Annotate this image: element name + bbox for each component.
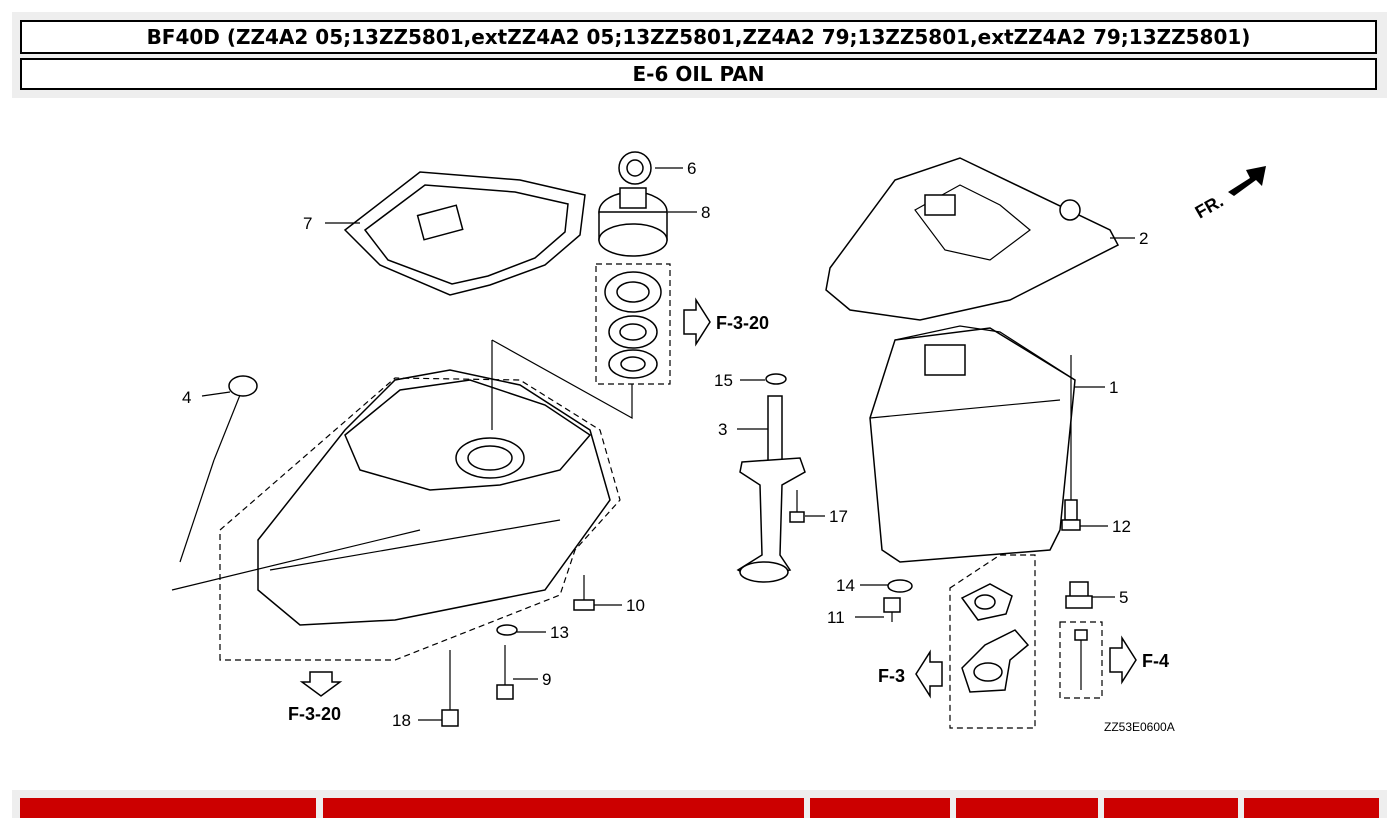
parts-diagram: F-3-20 FR. F-3-20 [171, 151, 1266, 734]
table-header-cell [102, 798, 316, 818]
bearing-group-box [595, 263, 671, 385]
part-3-strainer[interactable] [736, 395, 806, 583]
part-2-plate[interactable] [825, 157, 1120, 321]
drawing-code: ZZ53E0600A [1104, 720, 1175, 734]
callout-1[interactable]: 1 [1109, 378, 1118, 397]
svg-text:F-3-20: F-3-20 [288, 704, 341, 724]
table-header-cell [323, 798, 804, 818]
f4-group-box [1059, 621, 1103, 699]
part-17-bolt[interactable] [789, 490, 805, 523]
callout-10[interactable]: 10 [626, 596, 645, 615]
part-15-oring[interactable] [765, 373, 787, 385]
callout-18[interactable]: 18 [392, 711, 411, 730]
bearing-set[interactable] [604, 271, 662, 379]
part-8-gear[interactable] [598, 187, 668, 257]
f3-parts[interactable] [960, 583, 1030, 693]
svg-text:F-3-20: F-3-20 [716, 313, 769, 333]
header-panel: BF40D (ZZ4A2 05;13ZZ5801,extZZ4A2 05;13Z… [12, 12, 1387, 98]
f3-group-box [949, 554, 1036, 729]
housing-group-box [219, 377, 621, 661]
part-13-washer[interactable] [496, 624, 518, 636]
ref-arrow-f3-20-upper[interactable]: F-3-20 [683, 297, 769, 347]
callout-6[interactable]: 6 [687, 159, 696, 178]
part-7-gasket[interactable] [343, 171, 586, 296]
callout-11[interactable]: 11 [827, 608, 845, 627]
callout-17[interactable]: 17 [829, 507, 848, 526]
callout-14[interactable]: 14 [836, 576, 855, 595]
svg-text:F-4: F-4 [1142, 651, 1169, 671]
callout-4[interactable]: 4 [182, 388, 191, 407]
table-header-cell [956, 798, 1098, 818]
callout-13[interactable]: 13 [550, 623, 569, 642]
part-12-bolt[interactable] [1061, 355, 1081, 531]
callout-3[interactable]: 3 [718, 420, 727, 439]
callout-7[interactable]: 7 [303, 214, 312, 233]
part-14-washer[interactable] [887, 579, 913, 593]
callout-9[interactable]: 9 [542, 670, 551, 689]
table-header-cell [1244, 798, 1379, 818]
part-11-drain-bolt[interactable] [883, 597, 901, 622]
parts-table-header [12, 790, 1387, 818]
table-header-cell [20, 798, 106, 818]
part-9-bolt[interactable] [496, 645, 514, 700]
part-5-plug[interactable] [1065, 581, 1093, 609]
front-direction-arrow: FR. [1192, 166, 1266, 223]
f4-parts[interactable] [1074, 629, 1088, 690]
leader-lines [201, 167, 1135, 721]
ref-arrow-f3[interactable]: F-3 [878, 649, 943, 699]
part-18-bolt[interactable] [441, 650, 459, 727]
part-1-oil-pan[interactable] [869, 325, 1076, 563]
table-header-cell [810, 798, 950, 818]
part-4-dipstick[interactable] [179, 375, 258, 563]
section-title: E-6 OIL PAN [20, 58, 1377, 90]
callout-5[interactable]: 5 [1119, 588, 1128, 607]
callout-15[interactable]: 15 [714, 371, 733, 390]
ref-arrow-f3-20-lower[interactable]: F-3-20 [288, 671, 343, 724]
table-header-cell [1104, 798, 1238, 818]
svg-text:FR.: FR. [1192, 191, 1227, 223]
svg-text:F-3: F-3 [878, 666, 905, 686]
ref-arrow-f4[interactable]: F-4 [1109, 635, 1169, 685]
callout-2[interactable]: 2 [1139, 229, 1148, 248]
model-title: BF40D (ZZ4A2 05;13ZZ5801,extZZ4A2 05;13Z… [20, 20, 1377, 54]
engine-housing[interactable] [257, 369, 611, 626]
part-6-circlip[interactable] [618, 151, 652, 185]
part-10-bolt[interactable] [573, 575, 595, 611]
callout-8[interactable]: 8 [701, 203, 710, 222]
callout-12[interactable]: 12 [1112, 517, 1131, 536]
